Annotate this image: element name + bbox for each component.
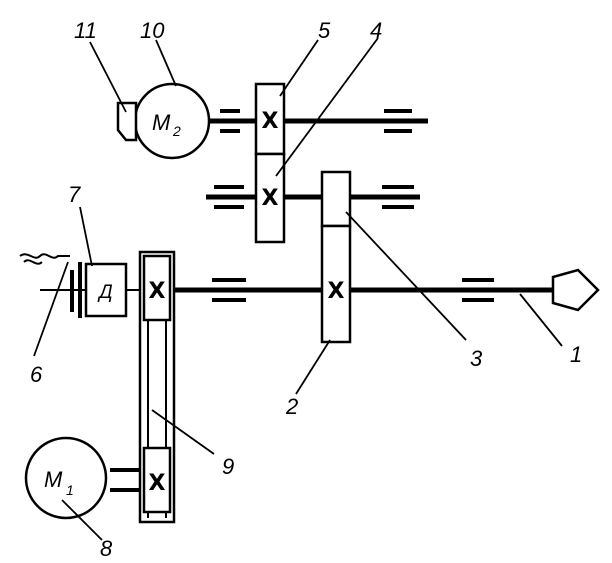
leader-lines — [33, 37, 563, 541]
gear-5 — [254, 82, 286, 156]
main-bearing-left — [212, 278, 246, 302]
motor-m2-body — [133, 82, 211, 160]
lower-pulley — [142, 446, 172, 514]
gear-4-mark: X — [262, 186, 279, 211]
motor-m2-letter: M — [152, 110, 171, 135]
gear-5-mark: X — [262, 109, 279, 134]
upper-bearing-right — [384, 109, 412, 133]
belt-drive-9: X X — [110, 250, 176, 524]
wire-squiggle-2 — [23, 259, 43, 265]
label-5: 5 — [318, 18, 331, 43]
label-1: 1 — [570, 342, 582, 367]
gear-2-mark: X — [328, 279, 345, 304]
label-8: 8 — [100, 536, 113, 561]
sensor-d-letter: Д — [97, 282, 112, 303]
motor-m1-body — [24, 436, 108, 520]
label-9: 9 — [222, 454, 234, 479]
sensor-d-body — [84, 262, 128, 318]
upper-shaft-assembly: X — [210, 82, 428, 156]
label-11: 11 — [74, 18, 97, 43]
gear-3 — [320, 170, 352, 228]
sensor-11 — [116, 101, 138, 142]
label-10: 10 — [140, 18, 165, 43]
label-6: 6 — [30, 362, 43, 387]
motor-m1-subscript: 1 — [66, 482, 74, 498]
upper-pulley — [142, 254, 172, 322]
motor-m2-subscript: 2 — [172, 123, 181, 139]
gear-4 — [254, 152, 286, 244]
upper-bearing-left — [220, 109, 240, 133]
middle-bearing-right — [382, 185, 414, 209]
middle-bearing-left — [214, 185, 244, 209]
wire-squiggle — [19, 253, 70, 259]
motor-m1-letter: M — [44, 467, 63, 492]
label-7: 7 — [68, 182, 81, 207]
gear-2 — [320, 224, 352, 344]
label-2: 2 — [285, 394, 298, 419]
sensor-d-7: Д — [70, 262, 140, 318]
tool-chuck — [551, 268, 600, 312]
label-4: 4 — [370, 18, 382, 43]
motor-m2: M 2 — [133, 82, 211, 160]
label-3: 3 — [470, 346, 483, 371]
upper-pulley-mark: X — [149, 279, 166, 304]
number-labels: 1 2 3 4 5 6 7 8 9 10 11 — [30, 18, 582, 561]
motor-m1: M 1 — [24, 436, 108, 520]
main-shaft-assembly: X — [40, 224, 600, 344]
main-bearing-right — [462, 278, 494, 302]
middle-shaft-assembly: X — [206, 152, 420, 244]
lower-pulley-mark: X — [149, 471, 166, 496]
